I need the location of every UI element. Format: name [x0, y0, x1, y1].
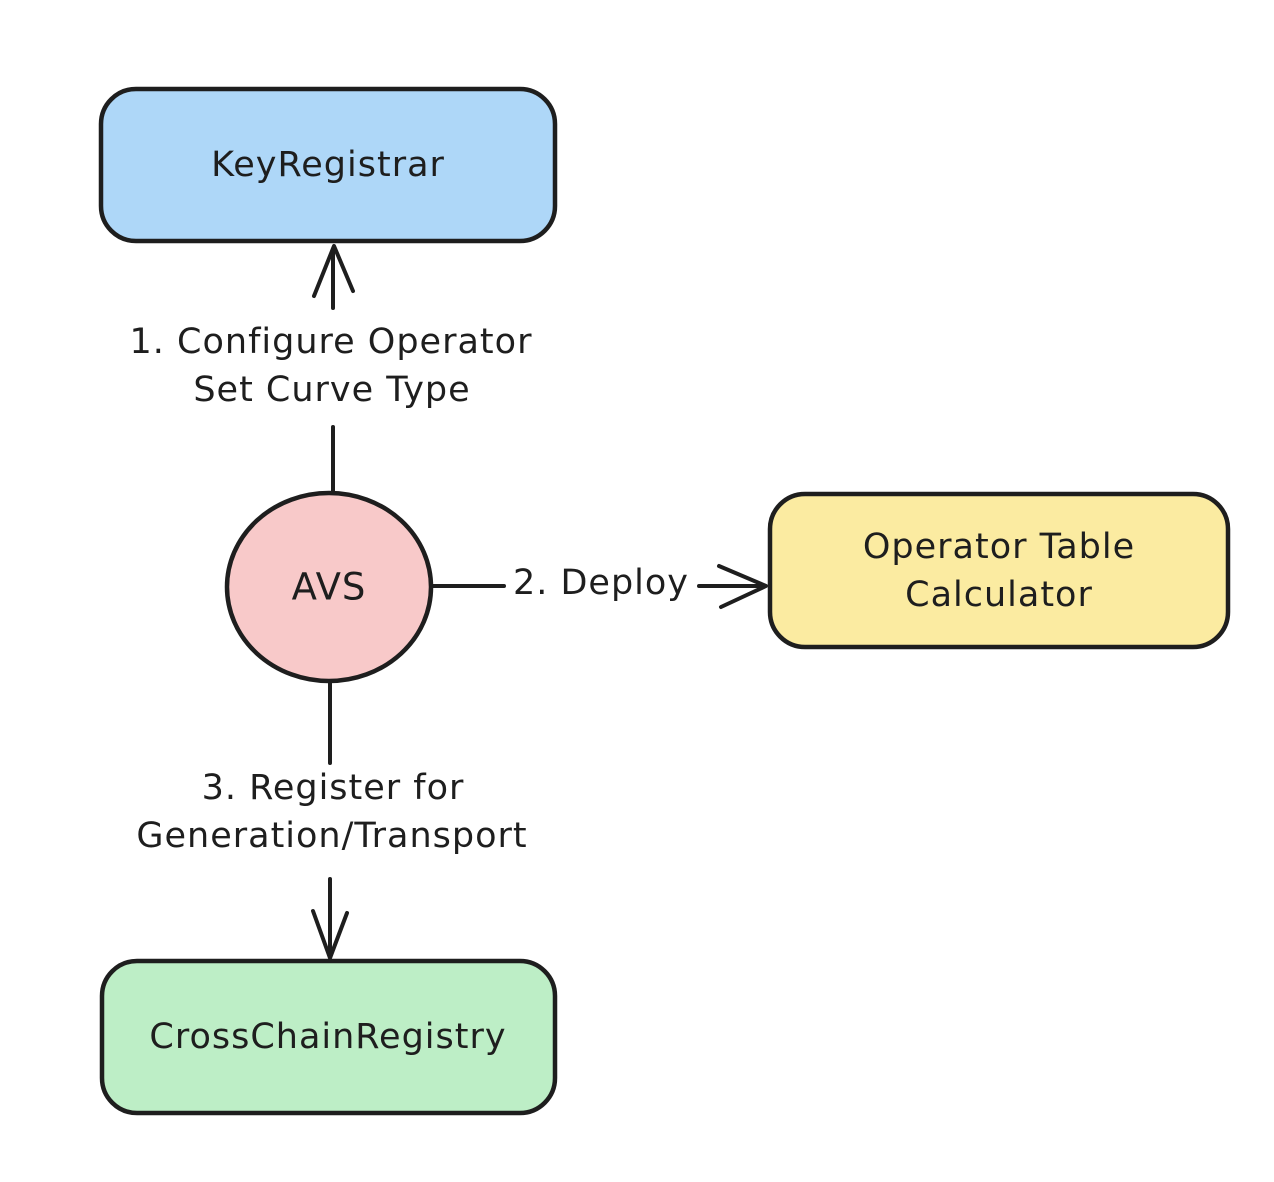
- edge-register: 3. Register for Generation/Transport: [136, 679, 527, 960]
- edge-deploy-label: 2. Deploy: [513, 563, 689, 603]
- edge-register-label-line2: Generation/Transport: [136, 816, 527, 856]
- edge-deploy: 2. Deploy: [430, 563, 768, 609]
- node-operator-table-calculator-shape: [767, 491, 1231, 650]
- node-cross-chain-registry-shape: [99, 958, 558, 1116]
- edge-register-arrowhead-down: [311, 909, 349, 960]
- node-avs-label: AVS: [292, 566, 367, 609]
- edge-configure: 1. Configure Operator Set Curve Type: [130, 244, 533, 494]
- node-operator-table-calculator-label-line2: Calculator: [905, 575, 1093, 615]
- node-operator-table-calculator-label-line1: Operator Table: [863, 527, 1135, 567]
- edge-register-label-line1: 3. Register for: [202, 768, 465, 808]
- node-cross-chain-registry-label: CrossChainRegistry: [149, 1017, 506, 1057]
- edge-deploy-arrowhead-right: [717, 564, 768, 609]
- node-cross-chain-registry: CrossChainRegistry: [99, 958, 558, 1116]
- node-key-registrar: KeyRegistrar: [98, 86, 558, 244]
- node-key-registrar-shape: [98, 86, 558, 244]
- edge-configure-label-line1: 1. Configure Operator: [130, 322, 533, 362]
- edge-configure-arrowhead-up: [312, 244, 355, 298]
- node-key-registrar-label: KeyRegistrar: [211, 145, 445, 185]
- node-operator-table-calculator: Operator Table Calculator: [767, 491, 1231, 650]
- edge-configure-label-line2: Set Curve Type: [193, 370, 470, 410]
- node-avs: AVS: [224, 490, 434, 684]
- node-avs-shape: [224, 490, 434, 684]
